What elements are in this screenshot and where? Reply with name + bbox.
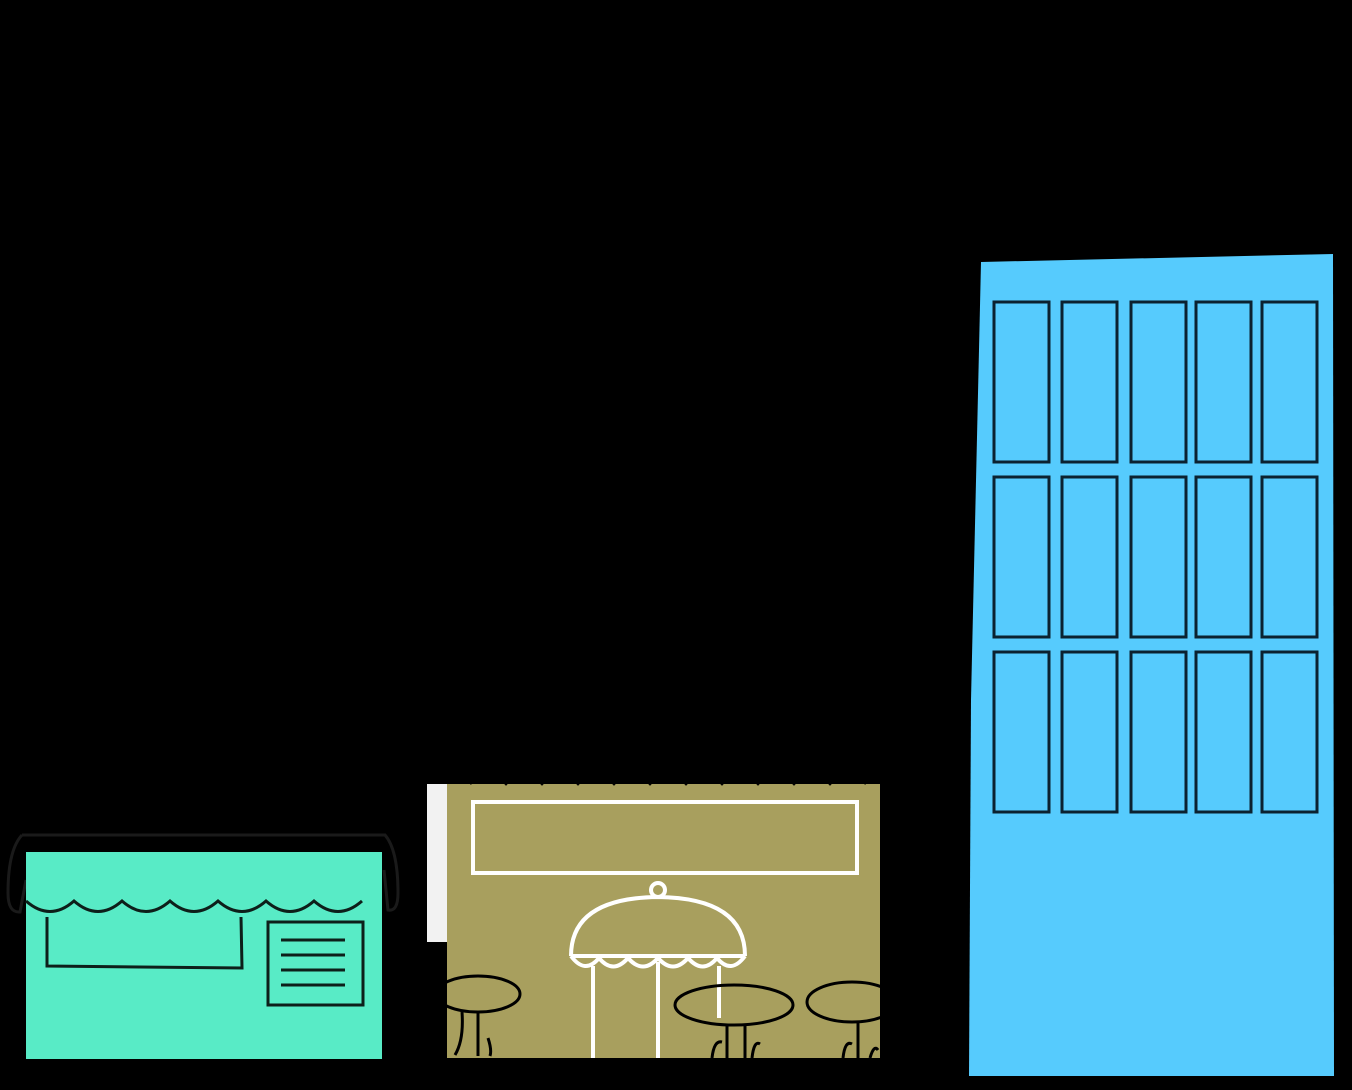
cafe-building (427, 773, 899, 1059)
umbrella-icon (569, 881, 747, 1058)
tower-window (1194, 475, 1253, 639)
tower-window (992, 475, 1051, 639)
tower-body (969, 254, 1334, 1076)
display-window (45, 916, 244, 970)
menu-board-icon (266, 920, 365, 1007)
table-icon (434, 974, 522, 1057)
tower-window (1260, 300, 1319, 464)
table-icon (805, 980, 899, 1059)
tower-window (1194, 300, 1253, 464)
awning-scallops (25, 899, 363, 913)
awning-icon (6, 833, 400, 914)
tower-window (1129, 475, 1188, 639)
cafe-body (447, 784, 880, 1058)
roof-scallops (469, 773, 867, 786)
tower-window (1060, 475, 1119, 639)
tower-window (1129, 300, 1188, 464)
shop-building (6, 833, 400, 1059)
office-tower (969, 254, 1334, 1076)
tower-window (1060, 300, 1119, 464)
tower-windows (992, 300, 1319, 814)
tower-window (1129, 650, 1188, 814)
tower-window (1260, 650, 1319, 814)
tower-window (1260, 475, 1319, 639)
tower-window (1060, 650, 1119, 814)
tower-window (1194, 650, 1253, 814)
sign-board (471, 800, 859, 875)
cafe-side-wall (427, 784, 449, 942)
tower-window (992, 300, 1051, 464)
table-icon (673, 983, 795, 1059)
tower-window (992, 650, 1051, 814)
